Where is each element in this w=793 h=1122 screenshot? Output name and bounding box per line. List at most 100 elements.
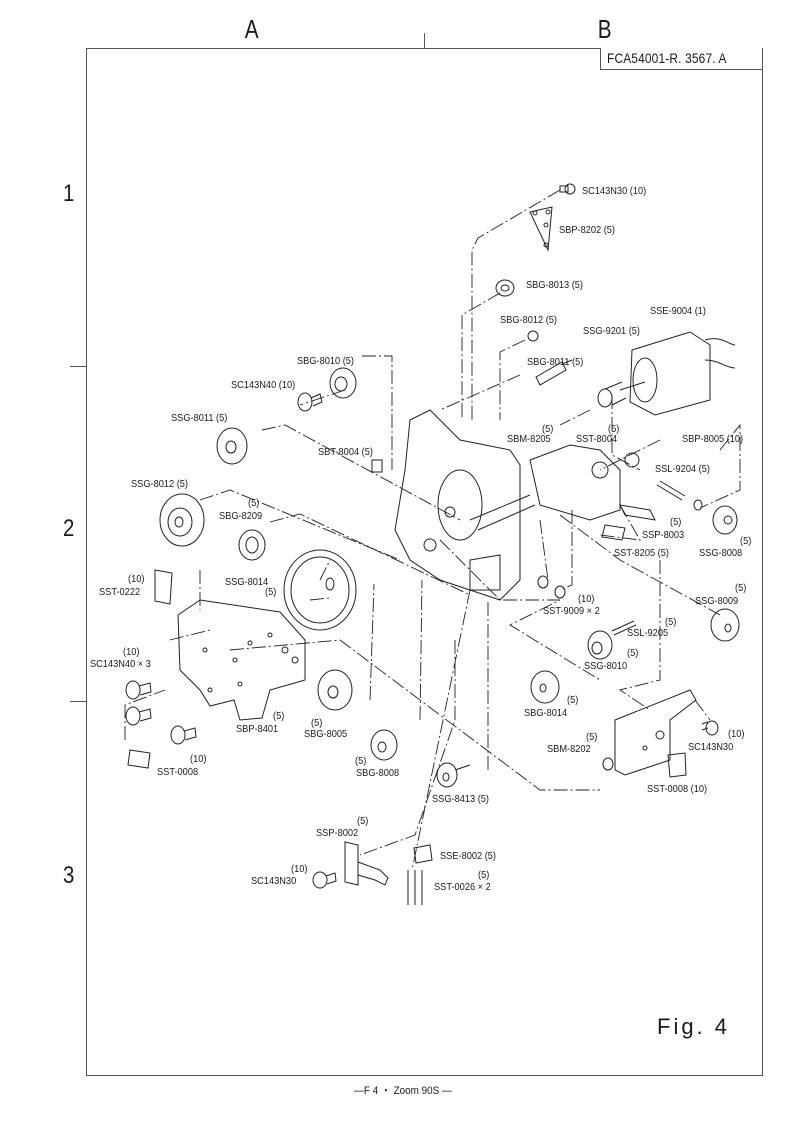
ssg-8413-gear-drawing bbox=[436, 762, 471, 788]
label-sst-0008-left: SST-0008 bbox=[157, 766, 199, 778]
label-sst-9009-qty: (10) bbox=[578, 593, 595, 605]
label-ssg-8009-qty: (5) bbox=[735, 582, 747, 594]
label-ssg-8009: SSG-8009 bbox=[695, 595, 739, 607]
sc143n30-screw-drawing-bottom bbox=[312, 871, 337, 889]
label-sbt-8004: SBT-8004 (5) bbox=[318, 446, 373, 458]
ssg-8010-gear-drawing bbox=[587, 630, 613, 660]
label-sbg-8005-qty: (5) bbox=[311, 717, 323, 729]
label-sbm-8202: SBM-8202 bbox=[547, 743, 591, 755]
column-label-b: B bbox=[597, 14, 612, 44]
drawing-code: FCA54001-R. 3567. A bbox=[607, 50, 727, 66]
label-sbg-8209-qty: (5) bbox=[248, 497, 260, 509]
label-ssp-8002-qty: (5) bbox=[357, 815, 369, 827]
sbg-8011-shaft-drawing bbox=[535, 359, 573, 386]
sc143n30-screw-drawing-right bbox=[701, 720, 719, 736]
label-sst-8205: SST-8205 (5) bbox=[614, 547, 669, 559]
sbm-8205-housing-drawing bbox=[529, 444, 656, 541]
label-sbm-8205: SBM-8205 bbox=[507, 433, 551, 445]
label-sbg-8010: SBG-8010 (5) bbox=[297, 355, 355, 367]
label-ssp-8003: SSP-8003 bbox=[642, 529, 685, 541]
label-sbg-8011: SBG-8011 (5) bbox=[527, 356, 584, 368]
label-sbg-8209: SBG-8209 bbox=[219, 510, 263, 522]
sbp-8005-washer-drawing bbox=[693, 499, 703, 511]
label-ssg-8014-qty: (5) bbox=[265, 586, 277, 598]
label-ssg-9201: SSG-9201 (5) bbox=[583, 325, 641, 337]
label-ssg-8413: SSG-8413 (5) bbox=[432, 793, 490, 805]
sbg-8012-gear-drawing bbox=[527, 330, 539, 342]
label-sst-0026: SST-0026 × 2 bbox=[434, 881, 491, 893]
label-sst-8004: SST-8004 bbox=[576, 433, 618, 445]
ssg-9201-worm-drawing bbox=[597, 381, 627, 408]
ssp-8002-bracket-drawing bbox=[344, 841, 389, 886]
sst-0008-label-drawing-right bbox=[667, 752, 687, 778]
label-ssp-8003-qty: (5) bbox=[670, 516, 682, 528]
label-sst-0222: SST-0222 bbox=[99, 586, 141, 598]
label-sse-9004: SSE-9004 (1) bbox=[650, 305, 706, 317]
sbp-8202-bracket-drawing bbox=[529, 206, 553, 252]
label-sc143n40x3: SC143N40 × 3 bbox=[90, 658, 151, 670]
label-sbm-8205-qty: (5) bbox=[542, 423, 554, 435]
sse-8002-sensor-drawing bbox=[407, 844, 433, 905]
ssl-9204-pin-drawing bbox=[656, 480, 686, 501]
label-ssl-9204: SSL-9204 (5) bbox=[655, 463, 710, 475]
row-divider-tick-2 bbox=[70, 701, 86, 703]
column-divider-tick bbox=[424, 33, 426, 49]
row-label-1: 1 bbox=[63, 180, 75, 207]
label-ssg-8012: SSG-8012 (5) bbox=[131, 478, 189, 490]
ssg-8012-gear-drawing bbox=[159, 493, 205, 547]
column-label-a: A bbox=[244, 14, 259, 44]
sbg-8010-gear-drawing bbox=[329, 367, 357, 399]
ssg-8011-gear-drawing bbox=[216, 427, 248, 465]
label-sc143n40: SC143N40 (10) bbox=[231, 379, 296, 391]
sbp-8401-plate-drawing bbox=[177, 599, 306, 721]
ssg-8008-gear-drawing bbox=[712, 505, 738, 535]
label-sbm-8202-qty: (5) bbox=[586, 731, 598, 743]
sst-0008-label-drawing-left bbox=[127, 749, 151, 769]
sbt-8004-plate-drawing bbox=[371, 459, 383, 473]
label-sbp-8401: SBP-8401 bbox=[236, 723, 279, 735]
label-sbp-8005: SBP-8005 (10) bbox=[682, 433, 744, 445]
page-footer: —F 4 ・ Zoom 90S — bbox=[354, 1085, 452, 1097]
sst-0222-label-drawing bbox=[154, 569, 173, 605]
label-sc143n30-bottom-qty: (10) bbox=[291, 863, 308, 875]
label-sst-0222-qty: (10) bbox=[128, 573, 145, 585]
label-sc143n30-top: SC143N30 (10) bbox=[582, 185, 647, 197]
label-sst-0026-qty: (5) bbox=[478, 869, 490, 881]
label-sc143n30-bottom: SC143N30 bbox=[251, 875, 297, 887]
label-sst-0008-right: SST-0008 (10) bbox=[647, 783, 708, 795]
label-sst-0008-left-qty: (10) bbox=[190, 753, 207, 765]
sc143n30-screw-drawing-top bbox=[559, 183, 576, 195]
label-sc143n30-right-qty: (10) bbox=[728, 728, 745, 740]
label-ssl-9205: SSL-9205 bbox=[627, 627, 669, 639]
main-chassis-drawing bbox=[394, 409, 536, 601]
label-sbg-8013: SBG-8013 (5) bbox=[526, 279, 584, 291]
label-sbp-8202: SBP-8202 (5) bbox=[559, 224, 615, 236]
row-divider-tick-1 bbox=[70, 366, 86, 368]
sbg-8005-gear-drawing bbox=[317, 669, 353, 711]
label-sbg-8005: SBG-8005 bbox=[304, 728, 348, 740]
ssg-8009-gear-drawing bbox=[710, 608, 740, 642]
row-label-3: 3 bbox=[63, 862, 75, 889]
sc143n40-screw-drawing bbox=[297, 392, 323, 412]
sst-9009-screws-drawing bbox=[537, 575, 566, 599]
sc143n40-screws-drawing bbox=[125, 680, 197, 745]
label-ssg-8014: SSG-8014 bbox=[225, 576, 269, 588]
label-sbp-8401-qty: (5) bbox=[273, 710, 285, 722]
label-sse-8002: SSE-8002 (5) bbox=[440, 850, 496, 862]
row-label-2: 2 bbox=[63, 515, 75, 542]
sbg-8209-gear-drawing bbox=[238, 529, 266, 561]
label-sc143n30-right: SC143N30 bbox=[688, 741, 734, 753]
label-ssg-8011: SSG-8011 (5) bbox=[171, 412, 228, 424]
label-ssg-8010-qty: (5) bbox=[627, 647, 639, 659]
sbm-8202-bracket-drawing bbox=[602, 689, 697, 776]
label-ssp-8002: SSP-8002 bbox=[316, 827, 359, 839]
label-sbg-8014: SBG-8014 bbox=[524, 707, 568, 719]
label-sbg-8008-qty: (5) bbox=[355, 755, 367, 767]
figure-label: Fig. 4 bbox=[657, 1014, 731, 1039]
leader-lines bbox=[124, 189, 741, 871]
drawing-code-box: FCA54001-R. 3567. A bbox=[600, 48, 763, 70]
label-sst-8004-qty: (5) bbox=[608, 423, 620, 435]
ssl-9205-pin-drawing bbox=[611, 620, 637, 636]
sbg-8013-gear-drawing bbox=[495, 279, 515, 297]
